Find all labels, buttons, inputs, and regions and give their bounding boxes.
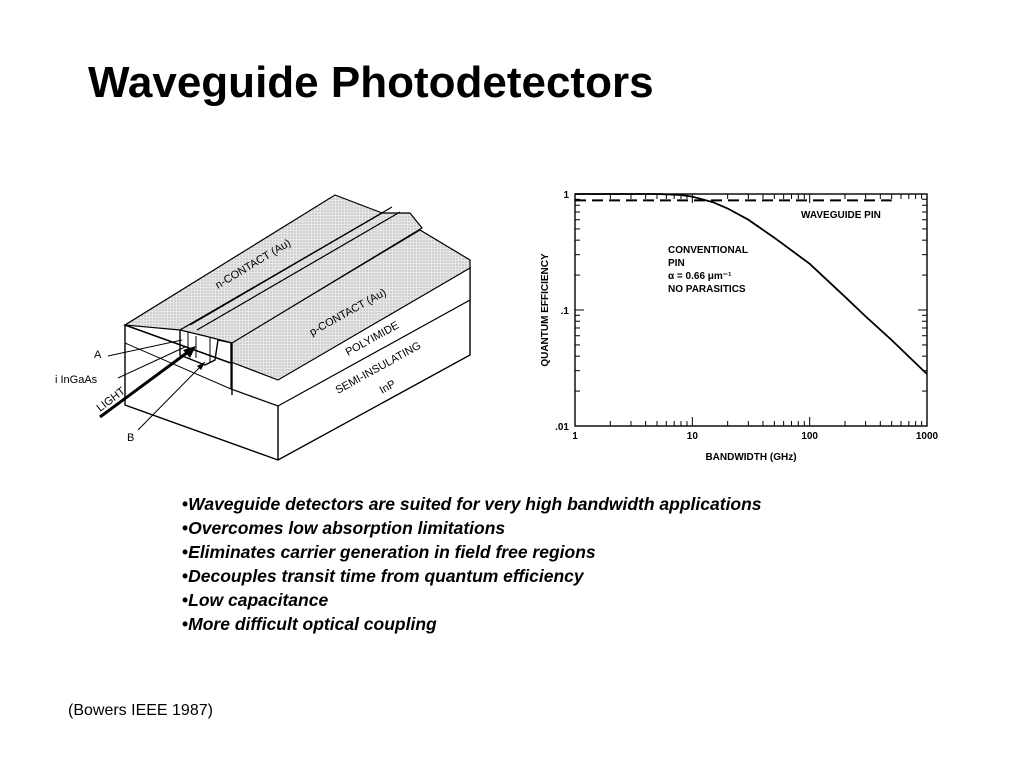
axis-ticks <box>574 194 927 427</box>
axis-tick-labels: 1 10 100 1000 1 .1 .01 <box>555 190 938 442</box>
annotation-waveguide-pin: WAVEGUIDE PIN <box>801 210 881 221</box>
label-b: B <box>127 432 134 444</box>
annotation-conventional-line1: CONVENTIONAL <box>668 245 748 256</box>
bullet-item: Low capacitance <box>182 588 762 612</box>
bullet-item: Overcomes low absorption limitations <box>182 516 762 540</box>
x-tick-label: 1 <box>572 431 578 442</box>
series-conventional-pin <box>575 193 928 375</box>
y-tick-label: 1 <box>563 190 569 201</box>
annotation-conventional-line4: NO PARASITICS <box>668 284 746 295</box>
y-axis-label: QUANTUM EFFICIENCY <box>540 253 551 367</box>
annotation-conventional-line2: PIN <box>668 258 685 269</box>
bullet-item: More difficult optical coupling <box>182 612 762 636</box>
slide-title: Waveguide Photodetectors <box>88 58 654 107</box>
x-axis-label: BANDWIDTH (GHz) <box>705 452 796 463</box>
citation: (Bowers IEEE 1987) <box>68 702 213 719</box>
annotation-conventional-line3: α = 0.66 μm⁻¹ <box>668 271 732 282</box>
efficiency-bandwidth-plot: 1 10 100 1000 1 .1 .01 WAVEGUIDE PIN CONVENTIO… <box>540 190 939 463</box>
x-tick-label: 100 <box>801 431 818 442</box>
bullet-item: Waveguide detectors are suited for very … <box>182 492 761 516</box>
x-tick-label: 1000 <box>916 431 939 442</box>
label-a: A <box>94 349 102 361</box>
label-ingaas: i InGaAs <box>55 374 98 386</box>
x-tick-label: 10 <box>687 431 699 442</box>
y-tick-label: .1 <box>561 306 570 317</box>
waveguide-device-diagram: n-CONTACT (Au) p-CONTACT (Au) POLYIMIDE … <box>55 194 471 461</box>
bullet-item: Decouples transit time from quantum effi… <box>182 564 762 588</box>
bullet-item: Eliminates carrier generation in field f… <box>182 540 762 564</box>
y-tick-label: .01 <box>555 422 569 433</box>
bullet-list: Waveguide detectors are suited for very … <box>182 492 762 636</box>
plot-frame <box>574 193 928 427</box>
